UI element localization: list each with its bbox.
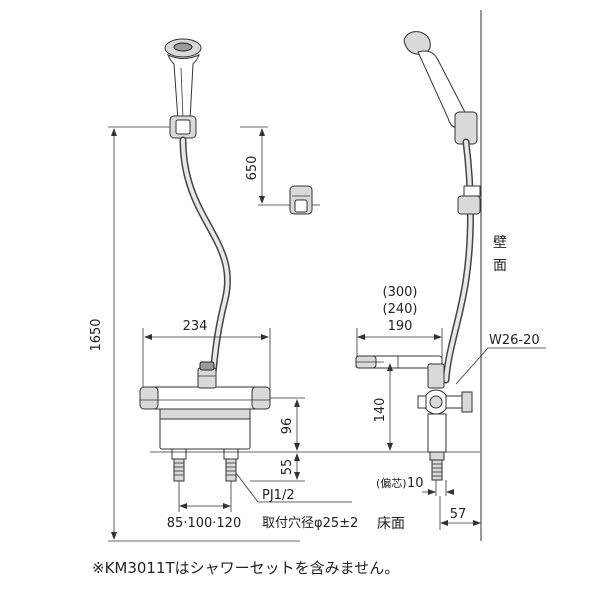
- connector-label: W26-20: [489, 333, 540, 348]
- shower-head-front: [164, 38, 202, 121]
- dim-234-label: 234: [183, 319, 208, 334]
- pipe-label: PJ1/2: [262, 488, 295, 503]
- spout-300-label: (300): [383, 285, 418, 300]
- spout-190-label: 190: [388, 319, 413, 334]
- leader-w26: [455, 347, 546, 385]
- dim-650-label: 650: [245, 156, 260, 181]
- shower-head-side: [403, 31, 478, 145]
- wall-label-2: 面: [493, 258, 507, 274]
- leader-pj: [235, 472, 352, 503]
- wall-bracket-side: [457, 185, 481, 215]
- valve-body-side: [417, 389, 473, 481]
- floor-label: 床面: [377, 516, 405, 532]
- offset-value: 10: [407, 476, 424, 491]
- dim-1650-label: 1650: [89, 318, 104, 351]
- footnote: ※KM3011Tはシャワーセットを含みません。: [92, 559, 399, 577]
- arrow-down: [111, 532, 117, 540]
- front-view: 1650 650: [89, 38, 480, 542]
- dim-55-label: 55: [280, 459, 295, 476]
- spout-240-label: (240): [383, 302, 418, 317]
- wall-label-1: 壁: [493, 235, 507, 251]
- arrow-up: [111, 128, 117, 136]
- mounting-pipes: [171, 448, 239, 482]
- shower-hose-front: [179, 136, 231, 384]
- dim-57-label: 57: [450, 507, 467, 522]
- shower-hook-front: [169, 115, 197, 139]
- offset-label: (偏芯): [376, 476, 407, 490]
- dim-96-label: 96: [280, 418, 295, 435]
- mount-hole-label: 取付穴径φ25±2: [262, 516, 358, 531]
- faucet-body-front: [139, 361, 271, 450]
- spout-side: [355, 355, 445, 389]
- side-view: 壁 面 (300) (240) 190: [355, 10, 546, 541]
- wall-hook-part: [289, 185, 313, 215]
- dim-pitch-label: 85·100·120: [167, 516, 241, 531]
- dim-140-label: 140: [373, 398, 388, 423]
